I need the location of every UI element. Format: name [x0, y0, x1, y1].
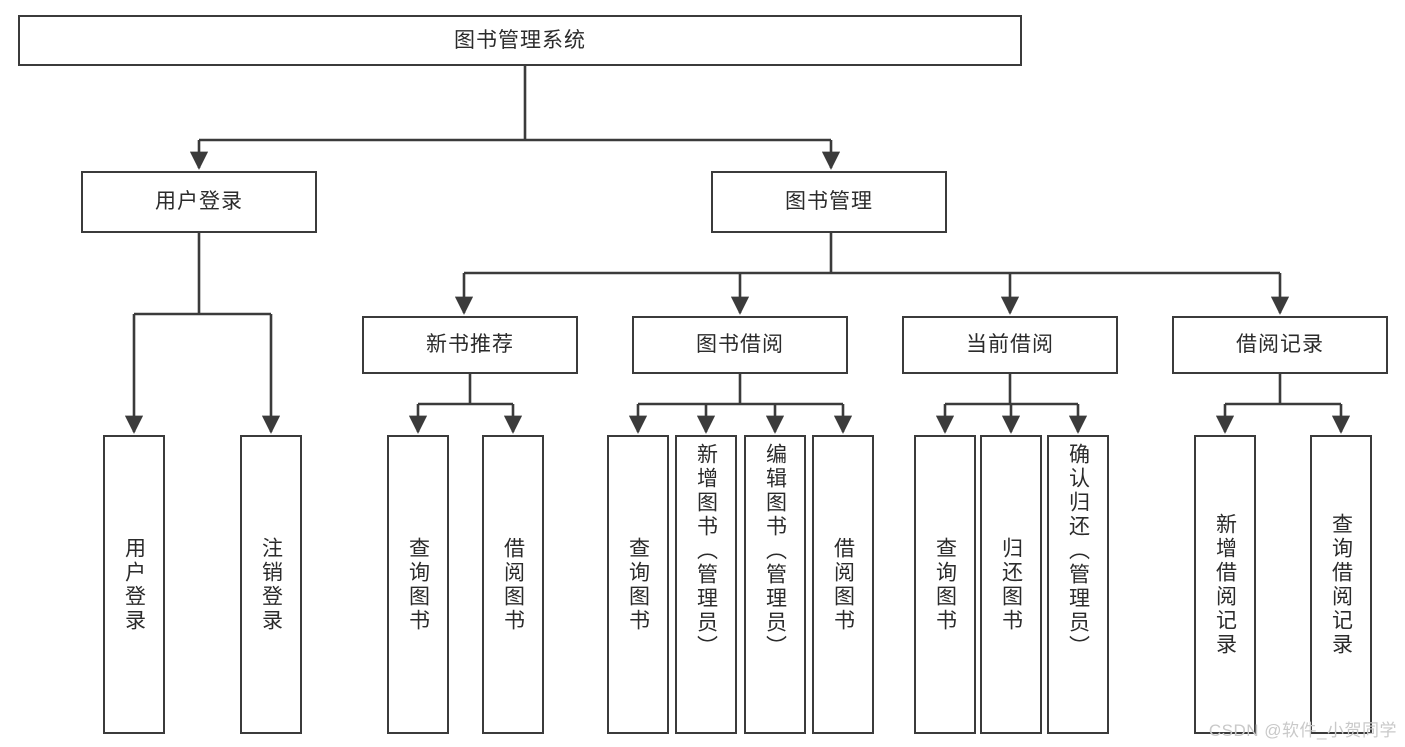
node-leaf-add-book[interactable]: 新增图书（管理员） — [675, 435, 737, 734]
node-leaf-user-login[interactable]: 用户登录 — [103, 435, 165, 734]
node-leaf-add-borrow-record[interactable]: 新增借阅记录 — [1194, 435, 1256, 734]
node-leaf-query-book-2[interactable]: 查询图书 — [607, 435, 669, 734]
node-book-management[interactable]: 图书管理 — [711, 171, 947, 233]
node-borrow-record[interactable]: 借阅记录 — [1172, 316, 1388, 374]
node-leaf-query-borrow-record[interactable]: 查询借阅记录 — [1310, 435, 1372, 734]
node-leaf-confirm-return[interactable]: 确认归还（管理员） — [1047, 435, 1109, 734]
node-leaf-edit-book[interactable]: 编辑图书（管理员） — [744, 435, 806, 734]
node-leaf-query-book-1[interactable]: 查询图书 — [387, 435, 449, 734]
node-root[interactable]: 图书管理系统 — [18, 15, 1022, 66]
node-leaf-borrow-book-2[interactable]: 借阅图书 — [812, 435, 874, 734]
node-leaf-logout-login[interactable]: 注销登录 — [240, 435, 302, 734]
node-book-borrow[interactable]: 图书借阅 — [632, 316, 848, 374]
watermark-text: CSDN @软件_小贺同学 — [1208, 721, 1397, 740]
node-leaf-return-book[interactable]: 归还图书 — [980, 435, 1042, 734]
node-new-book-recommend[interactable]: 新书推荐 — [362, 316, 578, 374]
node-current-borrow[interactable]: 当前借阅 — [902, 316, 1118, 374]
node-leaf-query-book-3[interactable]: 查询图书 — [914, 435, 976, 734]
node-user-login[interactable]: 用户登录 — [81, 171, 317, 233]
node-leaf-borrow-book-1[interactable]: 借阅图书 — [482, 435, 544, 734]
